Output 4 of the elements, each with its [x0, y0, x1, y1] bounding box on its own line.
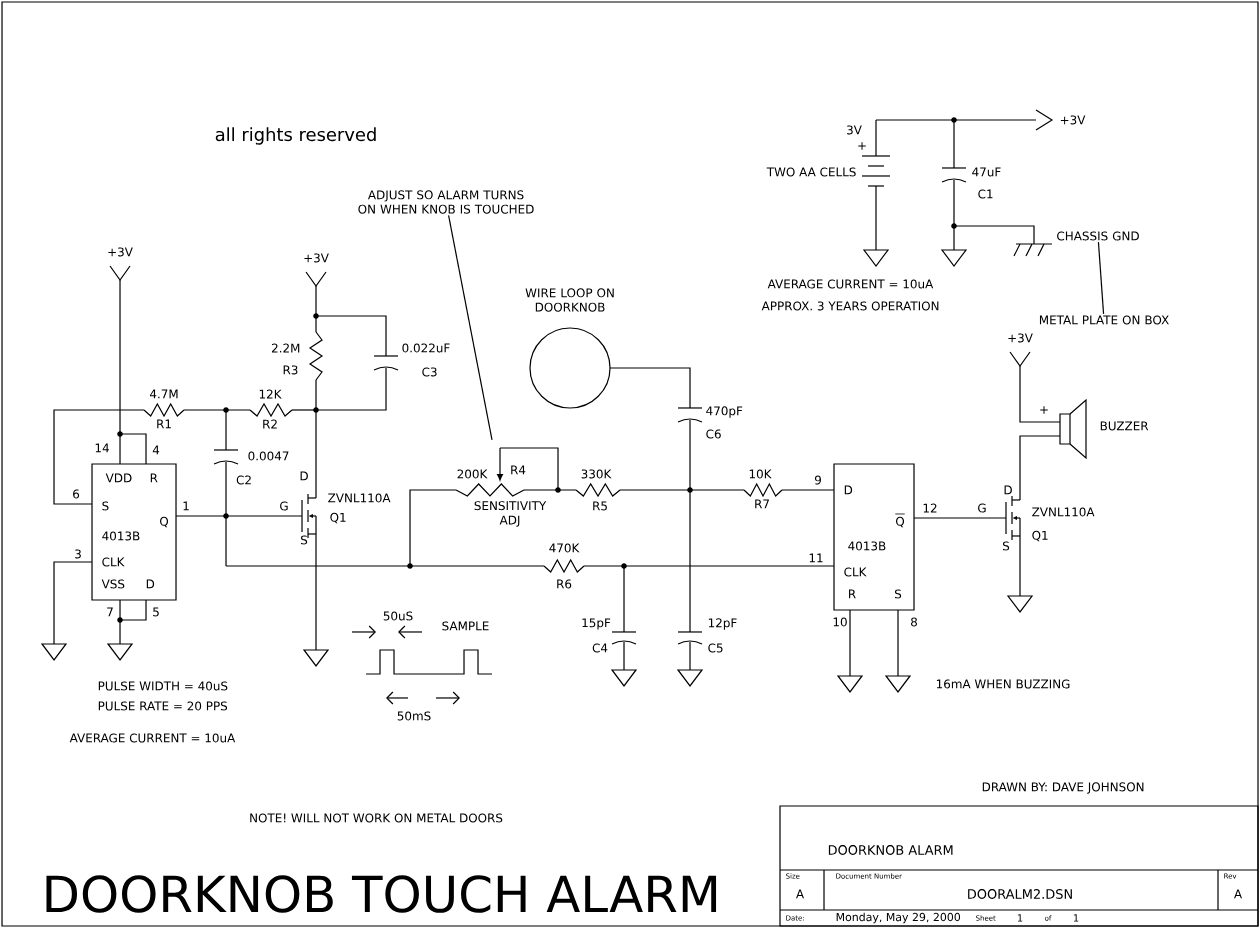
- diagram-title: DOORKNOB TOUCH ALARM: [46, 875, 717, 913]
- leader-line: [447, 214, 493, 441]
- note-text: all rights reserved: [215, 127, 376, 145]
- leader-line: [1097, 241, 1105, 315]
